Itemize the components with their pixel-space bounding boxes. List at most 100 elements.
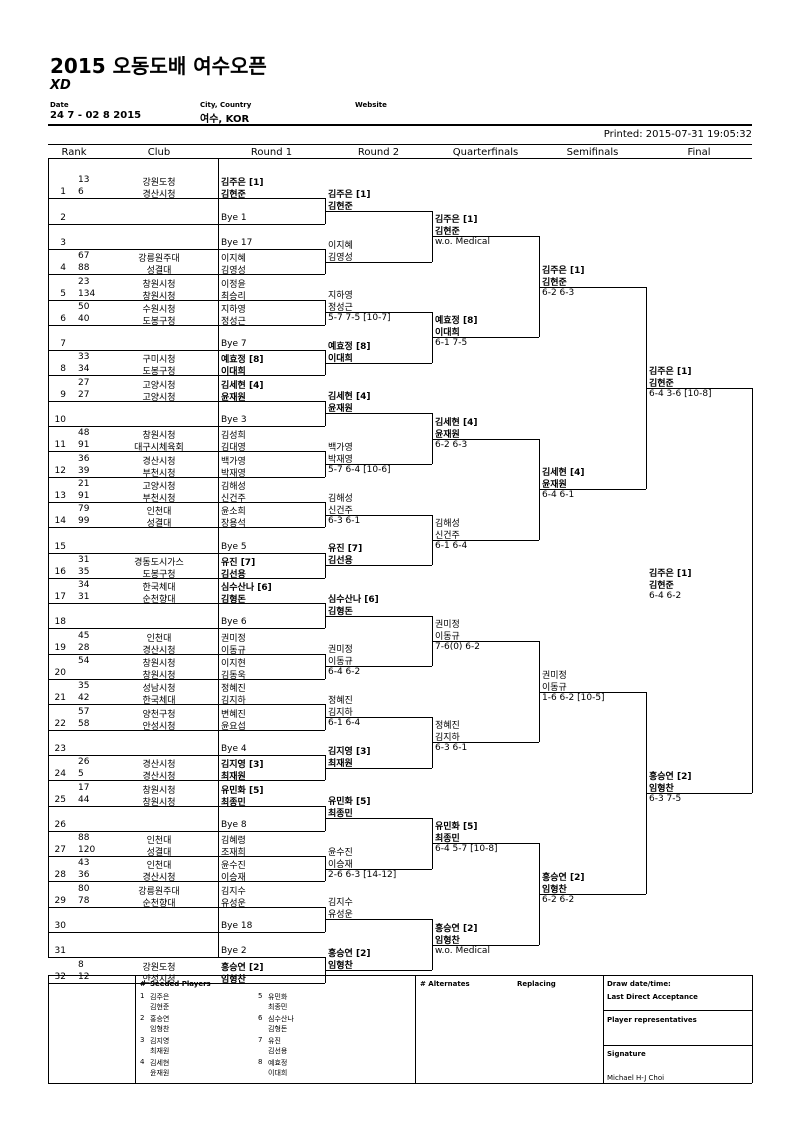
- rank-1: 17: [78, 782, 90, 793]
- round1-connector: [325, 653, 326, 679]
- seeded-hash: #: [140, 980, 146, 988]
- final-score: 6-4 3-6 [10-8]: [649, 389, 712, 400]
- footer-right-rule-2: [603, 1045, 752, 1046]
- round2-line: [325, 463, 432, 465]
- seed-number: 1: [140, 992, 145, 1000]
- club-2: 안성시청: [142, 974, 176, 985]
- club-2: 경산시청: [142, 190, 176, 201]
- rank-1: 50: [78, 301, 90, 312]
- rank-2: 78: [78, 895, 90, 906]
- round2-player-b: 윤재원: [328, 404, 353, 415]
- final-line: [646, 388, 752, 390]
- draw-row-rule: [48, 780, 218, 782]
- seeded-title: Seeded Players: [150, 980, 211, 988]
- final-line: [646, 792, 752, 794]
- column-header-6: Final: [687, 147, 711, 158]
- player-2: Bye 7: [221, 339, 247, 350]
- round2-score: 6-4 6-2: [328, 667, 361, 678]
- quarterfinals-line: [432, 742, 539, 744]
- quarterfinals-player-b: 신건주: [435, 530, 460, 541]
- round2-line: [325, 767, 432, 769]
- rank-2: 28: [78, 642, 90, 653]
- round2-player-b: 박재영: [328, 454, 353, 465]
- player-2: 최승리: [221, 291, 246, 302]
- column-header-1: Club: [147, 147, 171, 158]
- quarterfinals-score: 6-1 7-5: [435, 338, 468, 349]
- footer-right-rule-1: [603, 1010, 752, 1011]
- quarterfinals-line: [432, 843, 539, 845]
- draw-row-rule: [48, 957, 218, 959]
- quarterfinals-score: 6-3 6-1: [435, 743, 468, 754]
- player-1: 김지수: [221, 886, 246, 897]
- draw-row-rule: [48, 552, 218, 554]
- round1-line: [218, 881, 325, 883]
- semifinals-line: [539, 894, 646, 896]
- semifinals-score: 6-4 6-1: [542, 490, 575, 501]
- seed-player-a: 유민화: [268, 993, 288, 1001]
- round1-line: [218, 957, 325, 959]
- rank-1: 8: [78, 959, 84, 970]
- header-rule: [48, 124, 752, 126]
- round2-player-b: 김형돈: [328, 606, 353, 617]
- quarterfinals-score: w.o. Medical: [435, 945, 490, 956]
- player-1: 김해성: [221, 481, 246, 492]
- club-1: 고양시청: [142, 380, 176, 391]
- final-player-a: 홍승연 [2]: [649, 771, 692, 782]
- round2-score: 5-7 7-5 [10-7]: [328, 313, 391, 324]
- player-2: 윤재원: [221, 392, 246, 403]
- player-2: 이동규: [221, 645, 246, 656]
- player-2: 윤요섭: [221, 721, 246, 732]
- draw-line-number: 20: [54, 668, 66, 678]
- quarterfinals-player-a: 유민화 [5]: [435, 822, 478, 833]
- draw-line-number: 16: [54, 566, 66, 577]
- round2-player-a: 정혜진: [328, 695, 353, 706]
- rank-1: 36: [78, 453, 90, 464]
- club-2: 창원시청: [142, 671, 176, 681]
- round1-line: [218, 628, 325, 630]
- bracket-connector: [539, 843, 540, 945]
- rank-2: 44: [78, 794, 90, 805]
- quarterfinals-line: [432, 539, 539, 541]
- round1-line: [218, 754, 325, 756]
- round2-player-a: 김세현 [4]: [328, 392, 371, 403]
- draw-date-label: Draw date/time:: [607, 980, 671, 988]
- footer-div-3: [603, 975, 604, 1083]
- rank-2: 36: [78, 870, 90, 881]
- club-2: 도봉구청: [142, 569, 176, 580]
- round2-player-a: 예효정 [8]: [328, 341, 371, 352]
- round2-player-a: 권미정: [328, 645, 353, 656]
- round2-line: [325, 666, 432, 668]
- draw-row-rule: [48, 881, 218, 883]
- club-1: 양천구청: [142, 709, 176, 720]
- final-player-b: 김현준: [649, 379, 674, 390]
- rank-2: 42: [78, 693, 90, 704]
- round1-connector: [325, 501, 326, 528]
- player-1: 이정윤: [221, 279, 246, 290]
- round2-player-b: 이승재: [328, 859, 353, 870]
- round2-score: 2-6 6-3 [14-12]: [328, 869, 397, 880]
- quarterfinals-player-b: 김지하: [435, 733, 460, 744]
- round1-line: [218, 856, 325, 858]
- draw-line-number: 7: [60, 339, 66, 350]
- club-1: 강원도청: [142, 178, 176, 189]
- round1-line: [218, 476, 325, 478]
- semifinals-player-b: 이동규: [542, 682, 567, 693]
- semifinals-player-b: 김현준: [542, 277, 567, 288]
- player-2: Bye 1: [221, 212, 247, 223]
- signature-label: Signature: [607, 1050, 646, 1058]
- round1-connector: [325, 856, 326, 882]
- draw-line-number: 28: [54, 870, 66, 881]
- draw-row-rule: [48, 451, 218, 453]
- draw-row-rule: [48, 754, 218, 756]
- semifinals-score: 6-2 6-2: [542, 895, 575, 906]
- rank-2: 6: [78, 187, 84, 198]
- winner-player-b: 김현준: [649, 581, 674, 592]
- round2-player-a: 홍승연 [2]: [328, 948, 371, 959]
- quarterfinals-player-a: 김주은 [1]: [435, 215, 478, 226]
- rank-2: 39: [78, 465, 90, 476]
- draw-row-rule: [48, 476, 218, 478]
- rank-1: 79: [78, 504, 90, 515]
- round1-line: [218, 274, 325, 276]
- club-1: 창원시청: [142, 279, 176, 290]
- quarterfinals-line: [432, 641, 539, 643]
